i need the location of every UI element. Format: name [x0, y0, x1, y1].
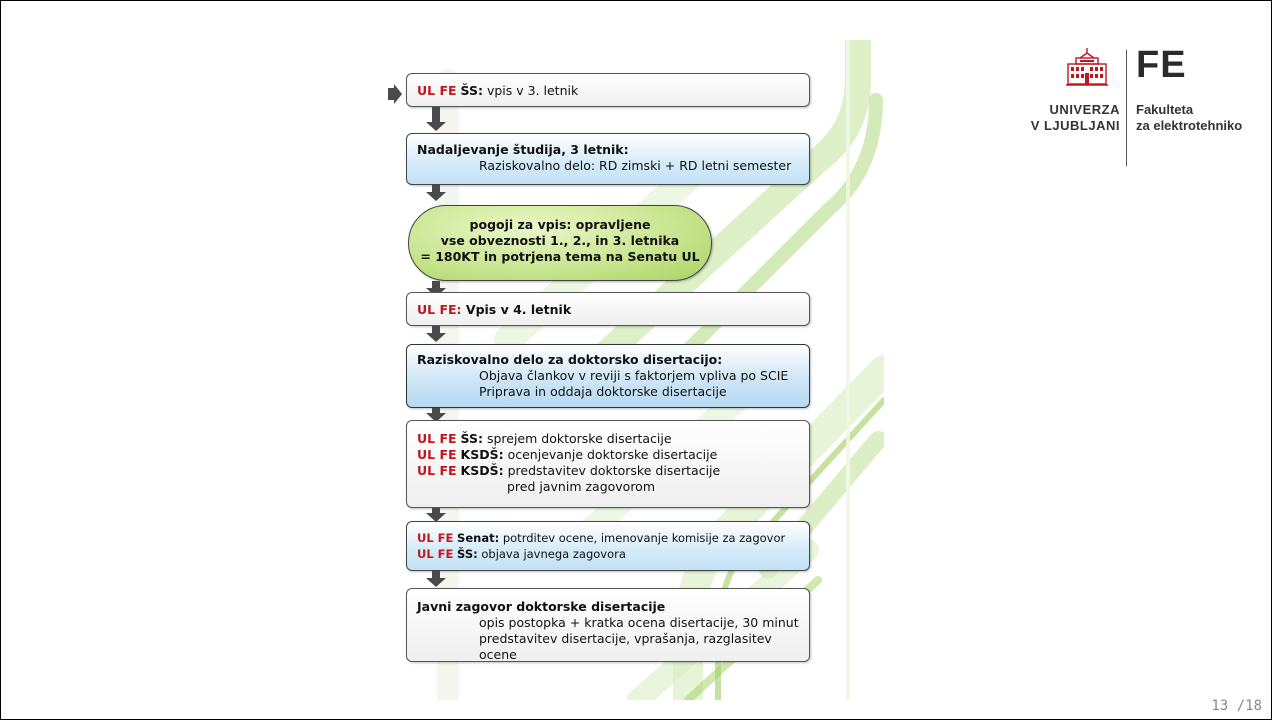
step4-line-2: Priprava in oddaja doktorske disertacije	[479, 384, 727, 399]
step5-row-3: UL FE KSDŠ: predstavitev doktorske diser…	[417, 463, 809, 479]
ul-fe-label: UL FE:	[417, 302, 462, 317]
step6-row-2-office: ŠS:	[457, 547, 478, 561]
ul-fe-label: UL FE	[417, 83, 457, 98]
faculty-line-1: Fakulteta	[1136, 102, 1194, 117]
university-logo: FE UNIVERZA V LJUBLJANI Fakulteta za ele…	[1012, 42, 1252, 166]
step2-line: Raziskovalno delo: RD zimski + RD letni …	[479, 158, 792, 173]
logo-divider	[1126, 50, 1127, 166]
entry-arrow-icon	[388, 84, 402, 104]
condition-line-2: vse obveznosti 1., 2., in 3. letnika	[440, 233, 680, 248]
university-line-2: V LJUBLJANI	[1030, 118, 1120, 133]
step5-row-1: UL FE ŠS: sprejem doktorske disertacije	[417, 431, 809, 447]
step1-office: ŠS:	[460, 83, 483, 98]
step6-row-1: UL FE Senat: potrditev ocene, imenovanje…	[417, 530, 809, 546]
step6-row-1-office: Senat:	[457, 531, 500, 545]
step5-row-3-text: predstavitev doktorske disertacije	[503, 463, 721, 478]
down-arrow-icon	[426, 508, 446, 522]
down-arrow-icon	[426, 408, 446, 422]
down-arrow-icon	[426, 185, 446, 201]
condition-line-1: pogoji za vpis: opravljene	[469, 217, 651, 232]
step-continuation-3rd-year: Nadaljevanje študija, 3 letnik: Raziskov…	[406, 133, 810, 185]
step5-row-2: UL FE KSDŠ: ocenjevanje doktorske disert…	[417, 447, 809, 463]
step6-row-2-text: objava javnega zagovora	[477, 547, 626, 561]
down-arrow-icon	[426, 107, 446, 131]
ul-fe-label: UL FE	[417, 531, 454, 545]
down-arrow-icon	[426, 571, 446, 587]
step-public-defense: Javni zagovor doktorske disertacije opis…	[406, 588, 810, 662]
step3-text: Vpis v 4. letnik	[461, 302, 572, 317]
university-building-icon	[1066, 48, 1108, 86]
step6-row-2: UL FE ŠS: objava javnega zagovora	[417, 546, 809, 562]
step2-title: Nadaljevanje študija, 3 letnik:	[417, 142, 629, 157]
ul-fe-label: UL FE	[417, 463, 457, 478]
step4-line-1: Objava člankov v reviji s faktorjem vpli…	[479, 368, 789, 383]
step1-text: vpis v 3. letnik	[482, 83, 579, 98]
step5-continuation: pred javnim zagovorom	[507, 479, 656, 494]
ul-fe-label: UL FE	[417, 547, 454, 561]
step5-row-2-office: KSDŠ:	[460, 447, 504, 462]
step7-title: Javni zagovor doktorske disertacije	[417, 599, 666, 614]
down-arrow-icon	[426, 281, 446, 297]
flowchart-panel: UL FE ŠS: vpis v 3. letnik Nadaljevanje …	[388, 40, 884, 700]
step5-row-1-office: ŠS:	[460, 431, 483, 446]
step6-row-1-text: potrditev ocene, imenovanje komisije za …	[499, 531, 786, 545]
logo-abbr: FE	[1136, 44, 1187, 86]
step-senate-approval: UL FE Senat: potrditev ocene, imenovanje…	[406, 521, 810, 571]
step5-row-1-text: sprejem doktorske disertacije	[482, 431, 672, 446]
ul-fe-label: UL FE	[417, 447, 457, 462]
down-arrow-icon	[426, 326, 446, 342]
step-enroll-4th-year: UL FE: Vpis v 4. letnik	[406, 292, 810, 326]
faculty-name: Fakulteta za elektrotehniko	[1136, 102, 1242, 134]
step-doctoral-research: Raziskovalno delo za doktorsko disertaci…	[406, 344, 810, 408]
page-number: 13 /18	[1211, 698, 1262, 714]
step5-row-3-office: KSDŠ:	[460, 463, 504, 478]
step-enroll-3rd-year: UL FE ŠS: vpis v 3. letnik	[406, 73, 810, 107]
step5-row-2-text: ocenjevanje doktorske disertacije	[503, 447, 718, 462]
university-name: UNIVERZA V LJUBLJANI	[1031, 102, 1120, 134]
step4-title: Raziskovalno delo za doktorsko disertaci…	[417, 352, 723, 367]
ul-fe-label: UL FE	[417, 431, 457, 446]
condition-line-3: = 180KT in potrjena tema na Senatu UL	[420, 249, 700, 264]
step7-line-2: predstavitev disertacije, vprašanja, raz…	[479, 631, 772, 662]
enrollment-conditions: pogoji za vpis: opravljene vse obveznost…	[408, 205, 712, 281]
university-line-1: UNIVERZA	[1049, 102, 1120, 117]
faculty-line-2: za elektrotehniko	[1136, 118, 1243, 133]
step-dissertation-review: UL FE ŠS: sprejem doktorske disertacije …	[406, 420, 810, 508]
step7-line-1: opis postopka + kratka ocena disertacije…	[479, 615, 799, 630]
